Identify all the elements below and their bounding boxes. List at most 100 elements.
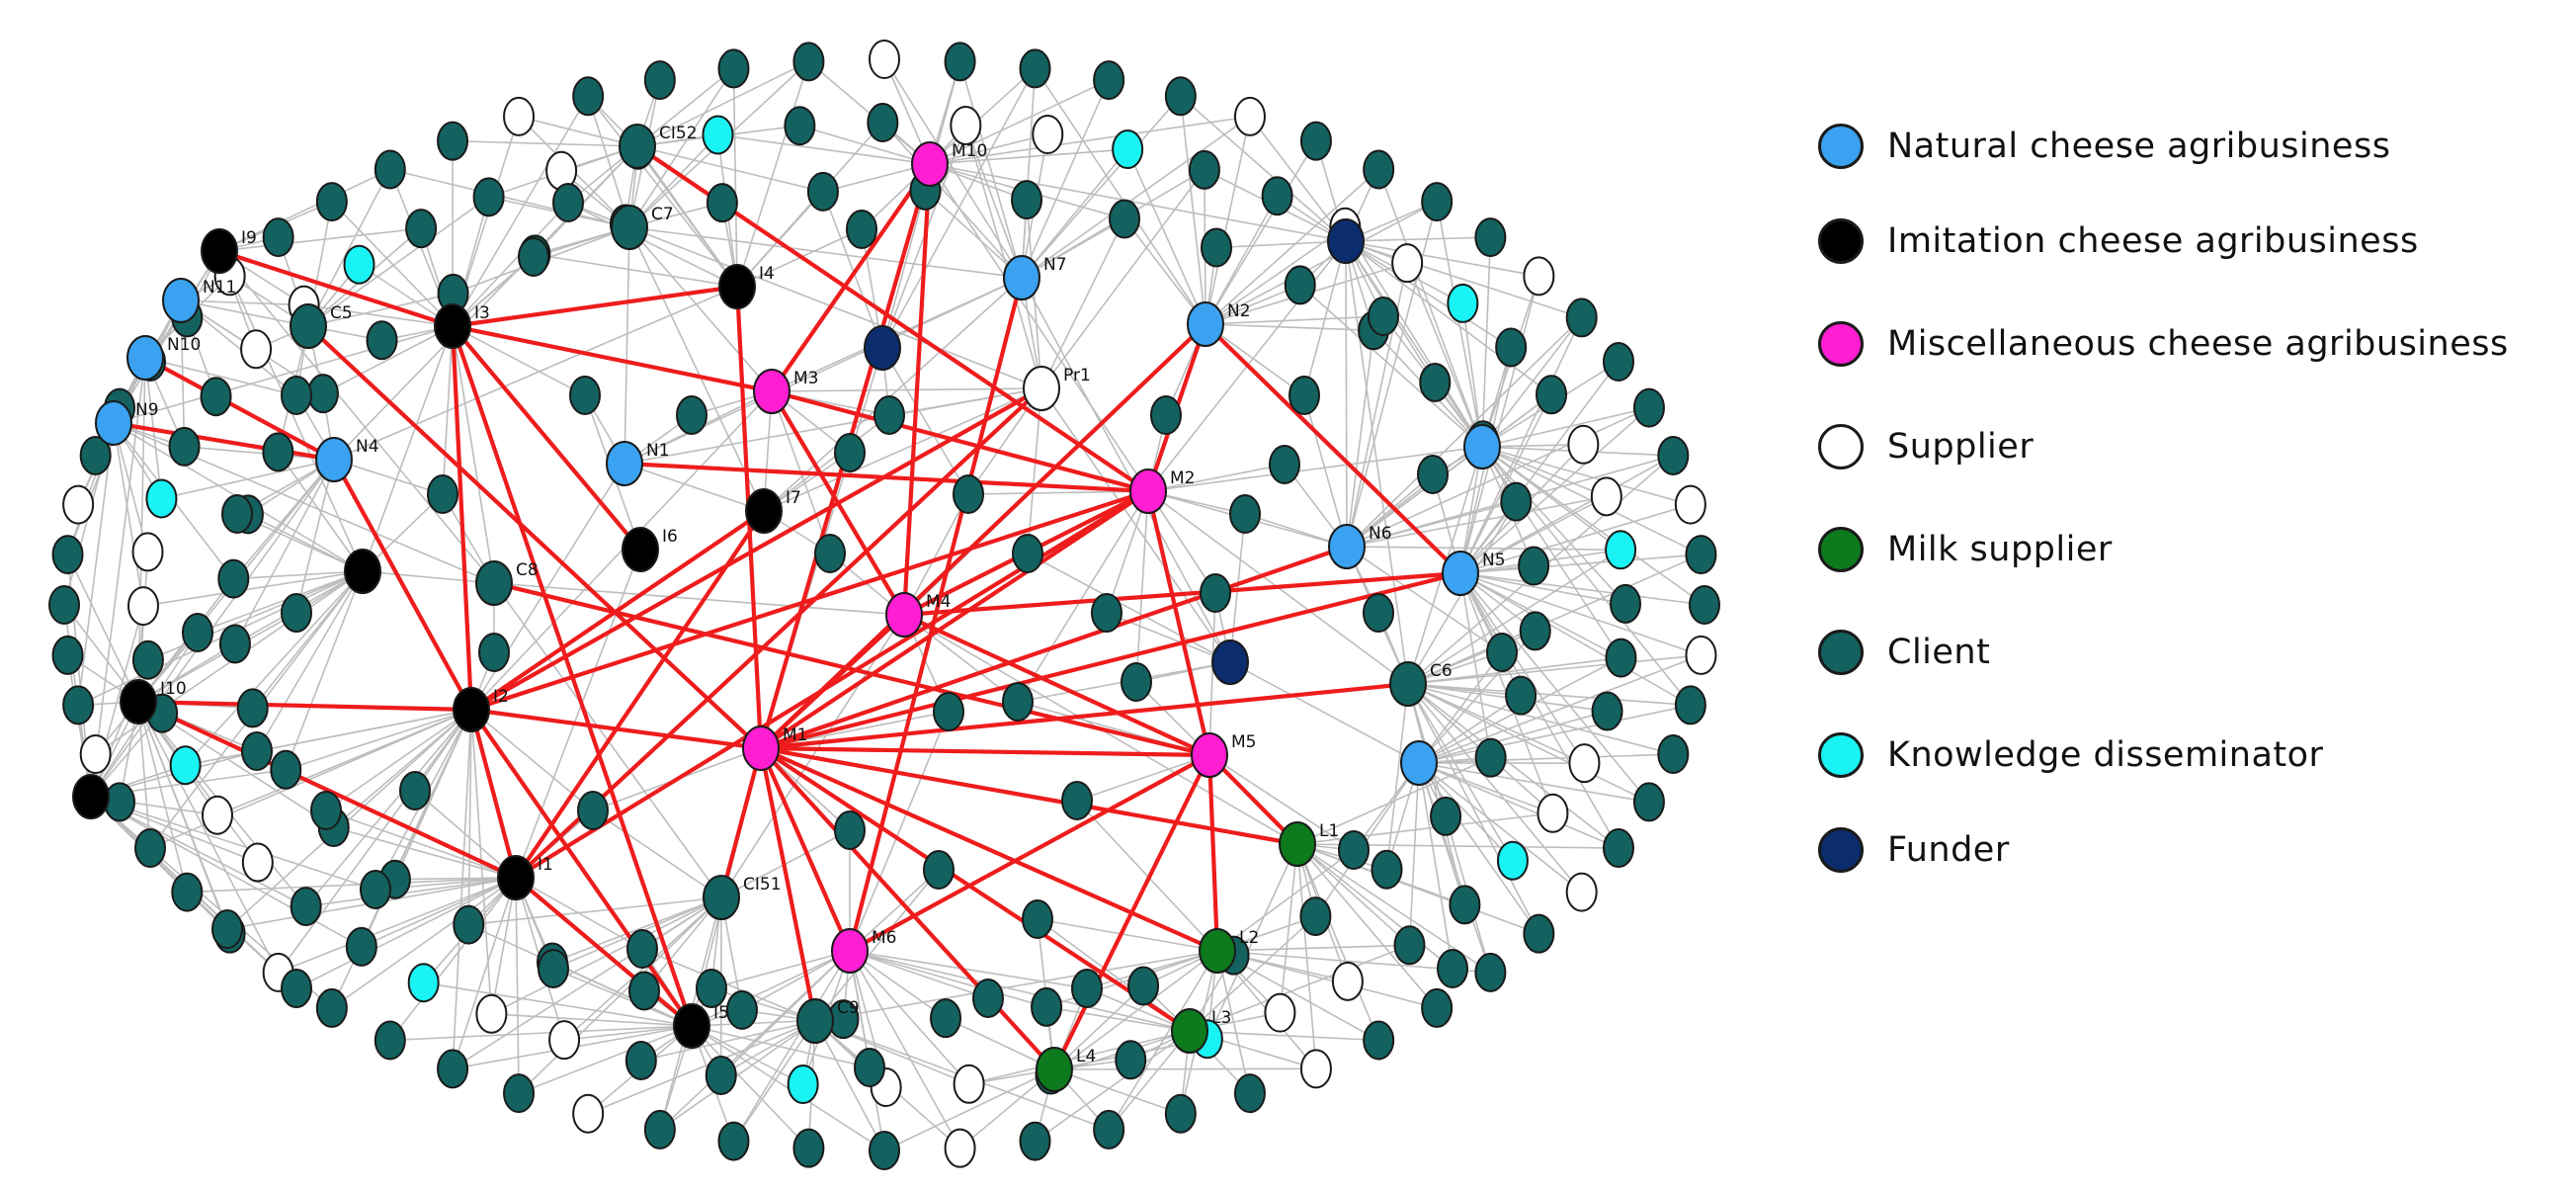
legend-label: Imitation cheese agribusiness [1887, 221, 2419, 261]
background-tie [1385, 683, 1409, 870]
natural-node-n1 [606, 441, 643, 486]
client-node [705, 1056, 737, 1096]
milk-node-l1 [1279, 821, 1316, 867]
background-tie [216, 709, 472, 816]
client-node [1363, 149, 1395, 190]
client-node [51, 635, 84, 675]
background-tie [307, 169, 391, 327]
background-tie [881, 122, 1023, 279]
supplier-node [240, 329, 273, 370]
background-tie [515, 877, 520, 1094]
agribusiness-tie [770, 162, 932, 393]
client-node [345, 926, 377, 967]
background-tie [1205, 168, 1379, 325]
client-node [1430, 796, 1462, 836]
node-label-c6: C6 [1430, 661, 1453, 681]
client-node [315, 182, 348, 222]
background-tie [278, 877, 517, 974]
background-tie [929, 148, 1128, 165]
background-tie [1206, 843, 1298, 1040]
background-tie [1346, 500, 1517, 548]
legend-item-misc: Miscellaneous cheese agribusiness [1818, 316, 2509, 372]
background-tie [929, 163, 1347, 242]
imitation-node-i10 [120, 679, 157, 724]
background-tie [1205, 116, 1251, 325]
background-tie [1481, 237, 1492, 448]
client-node-ci52 [619, 124, 656, 169]
agribusiness-tie [759, 746, 1056, 1071]
natural-node-n4 [315, 437, 353, 482]
background-tie [452, 325, 495, 584]
background-tie [1418, 704, 1692, 764]
background-tie [1377, 169, 1483, 448]
client-node [399, 771, 431, 810]
node-label-n11: N11 [203, 278, 236, 298]
node-label-n9: N9 [135, 400, 159, 420]
node-label-ci52: CI52 [659, 124, 698, 143]
agribusiness-tie [514, 876, 694, 1028]
client-node [1371, 849, 1403, 890]
client-node [1011, 180, 1043, 220]
legend-label: Client [1887, 633, 1991, 672]
legend-item-knowledge: Knowledge disseminator [1818, 727, 2323, 783]
legend-label: Funder [1887, 830, 2010, 870]
background-tie [1418, 762, 1620, 849]
client-node [1299, 896, 1332, 937]
background-tie [929, 163, 1149, 492]
client-node [806, 171, 839, 212]
background-tie [277, 709, 472, 974]
background-tie [763, 414, 890, 512]
background-tie [1459, 572, 1586, 764]
legend-item-supplier: Supplier [1818, 419, 2034, 474]
background-tie [883, 1068, 1055, 1151]
misc-node-m3 [753, 369, 790, 414]
background-tie [1108, 950, 1218, 1131]
funder-node-f1 [864, 325, 901, 371]
client-node [1288, 376, 1320, 415]
supplier-node [241, 842, 274, 883]
background-tie [1345, 240, 1348, 548]
background-tie [1296, 843, 1379, 1041]
natural-node-n6 [1328, 524, 1366, 569]
supplier-node [131, 532, 164, 572]
background-tie [493, 582, 905, 616]
knowledge-node [1112, 129, 1144, 170]
background-tie [414, 790, 517, 879]
client-node [1437, 949, 1468, 988]
background-tie [1021, 79, 1110, 279]
background-tie [1459, 554, 1702, 574]
agribusiness-tie [468, 709, 519, 879]
background-tie [142, 570, 364, 607]
background-tie [1407, 683, 1522, 697]
misc-node-m4 [885, 592, 923, 638]
node-label-n4: N4 [356, 437, 379, 457]
node-label-l2: L2 [1239, 928, 1259, 948]
background-tie [849, 950, 970, 1085]
agribusiness-tie [903, 613, 1210, 757]
agribusiness-tie [514, 509, 766, 880]
background-tie [137, 701, 151, 849]
background-tie [1205, 140, 1317, 325]
background-tie [90, 357, 146, 798]
client-node [1474, 737, 1507, 778]
agribusiness-tie [760, 746, 1218, 953]
legend-label: Miscellaneous cheese agribusiness [1887, 324, 2509, 364]
background-tie [1345, 236, 1491, 242]
agribusiness-tie [901, 163, 933, 616]
background-tie [640, 1020, 816, 1062]
background-tie [1034, 67, 1206, 325]
background-tie [814, 950, 1218, 1022]
background-tie [1459, 572, 1692, 707]
background-tie [563, 896, 722, 1041]
node-label-c5: C5 [330, 303, 353, 323]
milk-node-l3 [1171, 1008, 1208, 1054]
node-label-i1: I1 [538, 855, 553, 875]
node-label-i7: I7 [786, 488, 801, 508]
client-node [79, 435, 112, 475]
client-node [1419, 362, 1452, 402]
client-node [854, 1048, 885, 1087]
client-node [725, 989, 758, 1030]
background-tie [628, 133, 719, 228]
background-tie [929, 133, 1048, 165]
client-node [310, 791, 342, 830]
